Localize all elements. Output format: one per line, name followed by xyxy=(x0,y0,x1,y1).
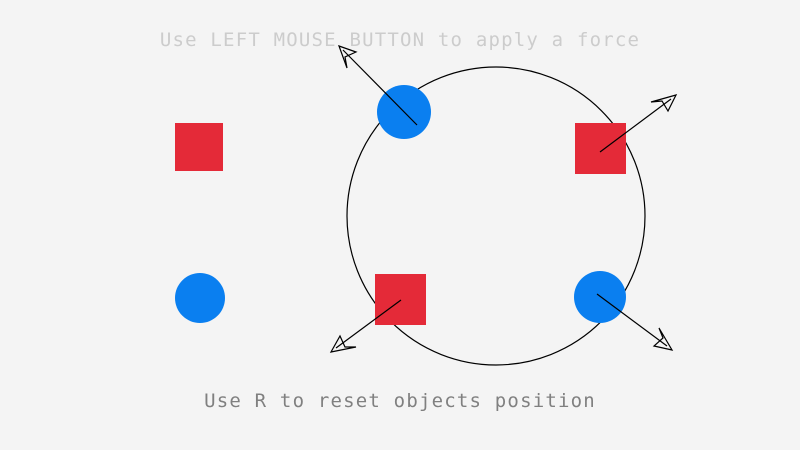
body-square-top-right[interactable] xyxy=(575,123,626,174)
force-arrow-bottom-center-icon xyxy=(329,299,402,353)
hint-text-reset-objects: Use R to reset objects position xyxy=(204,390,596,412)
body-square-bottom-center[interactable] xyxy=(375,274,426,325)
hint-text-apply-force: Use LEFT MOUSE BUTTON to apply a force xyxy=(159,29,641,51)
body-circle-bottom-right[interactable] xyxy=(574,271,626,323)
force-arrow-top-left-icon xyxy=(338,45,418,126)
force-arrow-bottom-right-icon xyxy=(596,293,674,351)
body-circle-left-free[interactable] xyxy=(175,273,225,323)
force-arrow-top-right-icon xyxy=(599,94,678,153)
body-square-left-free[interactable] xyxy=(175,123,223,171)
constraint-ring xyxy=(346,66,646,366)
